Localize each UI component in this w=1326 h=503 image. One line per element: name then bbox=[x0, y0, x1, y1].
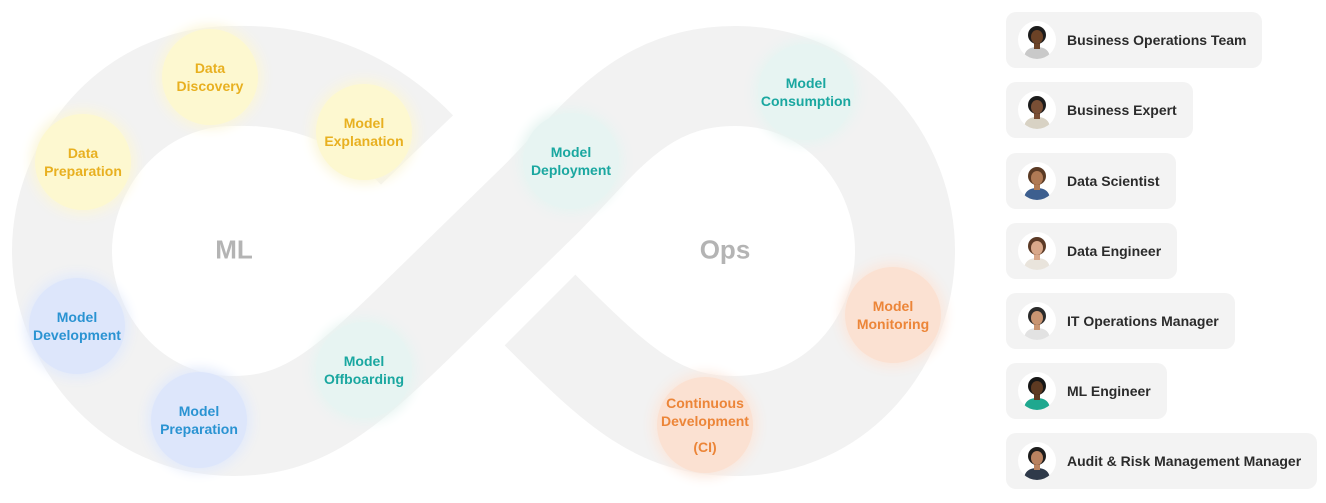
infinity-track bbox=[11, 25, 956, 477]
role-name: Data Scientist bbox=[1067, 173, 1160, 189]
stage-label-line: Model bbox=[872, 298, 914, 314]
stage-label-line: Consumption bbox=[760, 93, 852, 109]
role-card[interactable]: Data Scientist bbox=[1006, 153, 1176, 209]
person-avatar-icon bbox=[1018, 232, 1056, 270]
stage-model-development[interactable]: Model Development bbox=[29, 278, 125, 374]
role-name: Business Operations Team bbox=[1067, 32, 1247, 48]
stage-label-line: Model bbox=[550, 144, 592, 160]
stage-model-consumption[interactable]: Model Consumption bbox=[758, 44, 854, 140]
stage-data-preparation[interactable]: Data Preparation bbox=[35, 114, 131, 210]
stage-label-line: Model bbox=[56, 309, 98, 325]
stage-label-line: Data bbox=[194, 60, 226, 76]
role-name: Data Engineer bbox=[1067, 243, 1162, 259]
role-card[interactable]: ML Engineer bbox=[1006, 363, 1167, 419]
stage-label-line: Deployment bbox=[530, 162, 612, 178]
stage-label-line: Model bbox=[178, 403, 220, 419]
role-name: Audit & Risk Management Manager bbox=[1067, 453, 1302, 469]
stage-label-line: Preparation bbox=[160, 421, 238, 437]
stage-continuous-development[interactable]: Continuous Development (CI) bbox=[657, 377, 753, 473]
stage-label-line: (CI) bbox=[693, 439, 717, 455]
person-avatar-icon bbox=[1018, 372, 1056, 410]
role-card[interactable]: Business Operations Team bbox=[1006, 12, 1263, 68]
infinity-loop bbox=[11, 25, 956, 477]
stage-label-line: Model bbox=[343, 115, 385, 131]
stage-model-offboarding[interactable]: Model Offboarding bbox=[316, 322, 412, 418]
stage-model-deployment[interactable]: Model Deployment bbox=[523, 113, 619, 209]
person-avatar-icon bbox=[1018, 442, 1056, 480]
person-avatar-icon bbox=[1018, 302, 1056, 340]
stage-label-line: Development bbox=[33, 327, 121, 343]
stage-label-line: Development bbox=[661, 413, 749, 429]
role-name: IT Operations Manager bbox=[1067, 313, 1219, 329]
role-name: ML Engineer bbox=[1067, 383, 1151, 399]
role-card[interactable]: Data Engineer bbox=[1006, 223, 1178, 279]
role-name: Business Expert bbox=[1067, 102, 1177, 118]
stage-model-preparation[interactable]: Model Preparation bbox=[151, 372, 247, 468]
person-avatar-icon bbox=[1018, 91, 1056, 129]
stage-label-line: Offboarding bbox=[323, 371, 405, 387]
role-card[interactable]: Audit & Risk Management Manager bbox=[1006, 433, 1318, 489]
stage-model-monitoring[interactable]: Model Monitoring bbox=[845, 267, 941, 363]
stage-label-line: Continuous bbox=[666, 395, 744, 411]
person-avatar-icon bbox=[1018, 162, 1056, 200]
stage-label-line: Explanation bbox=[324, 133, 404, 149]
stage-data-discovery[interactable]: Data Discovery bbox=[162, 29, 258, 125]
stage-label-line: Preparation bbox=[44, 163, 122, 179]
role-card[interactable]: IT Operations Manager bbox=[1006, 293, 1235, 349]
ml-label: ML bbox=[215, 234, 253, 265]
stage-model-explanation[interactable]: Model Explanation bbox=[316, 84, 412, 180]
stage-label-line: Model bbox=[343, 353, 385, 369]
stage-label-line: Model bbox=[785, 75, 827, 91]
person-avatar-icon bbox=[1018, 21, 1056, 59]
stage-label-line: Monitoring bbox=[856, 316, 930, 332]
role-card[interactable]: Business Expert bbox=[1006, 82, 1193, 138]
stage-label-line: Data bbox=[67, 145, 99, 161]
stage-label-line: Discovery bbox=[176, 78, 244, 94]
ops-label: Ops bbox=[699, 234, 751, 265]
